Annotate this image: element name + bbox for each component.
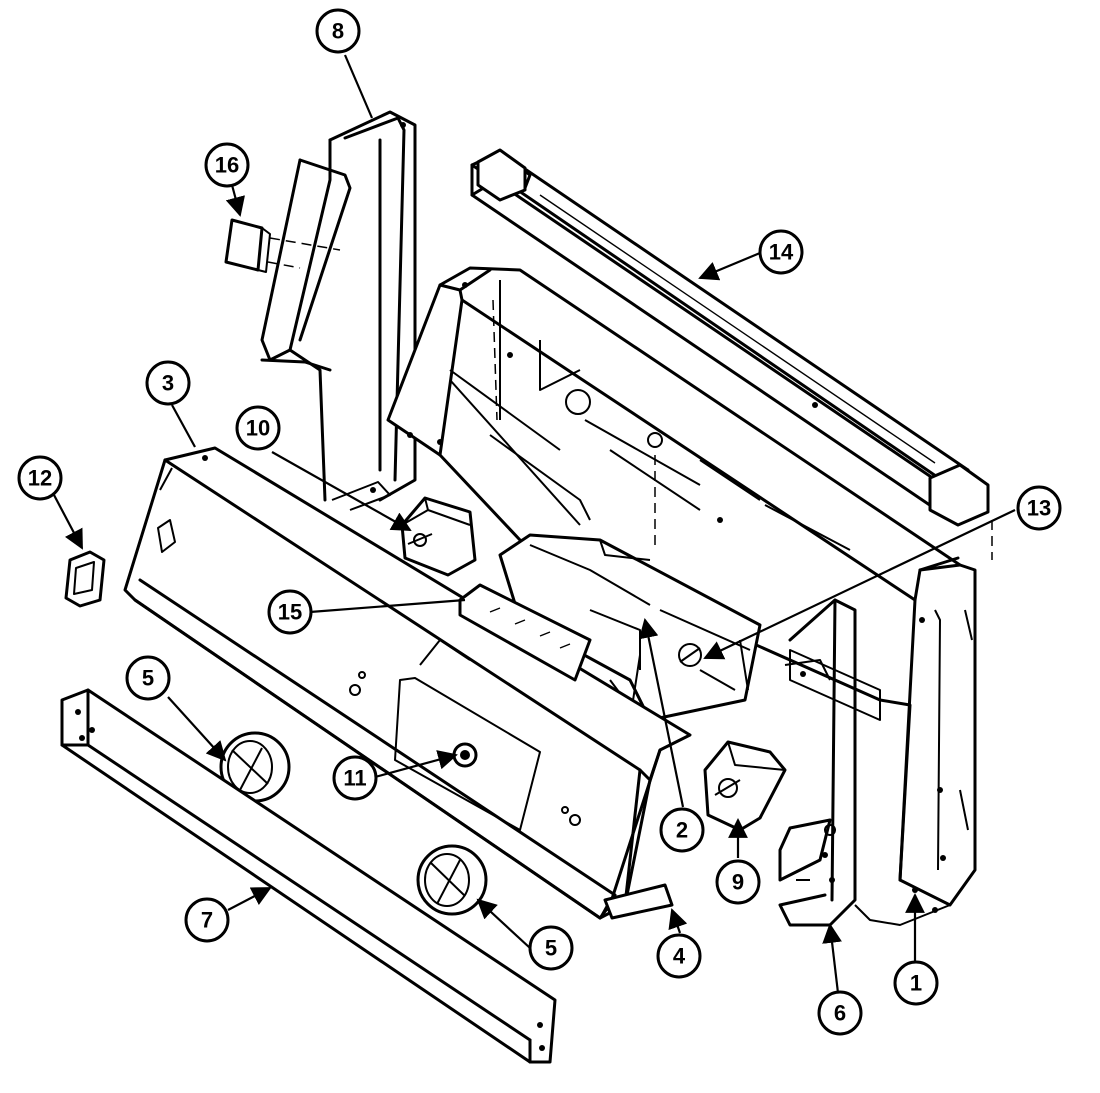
knob-upper xyxy=(219,731,291,803)
svg-text:6: 6 xyxy=(834,1001,846,1026)
svg-text:7: 7 xyxy=(201,908,213,933)
knob-lower xyxy=(416,844,488,916)
indicator-light xyxy=(452,742,478,768)
callout-15: 15 xyxy=(267,589,313,635)
callout-9: 9 xyxy=(715,859,761,905)
rocker-switch xyxy=(64,550,106,608)
svg-text:11: 11 xyxy=(343,766,366,791)
callout-11: 11 xyxy=(332,755,378,801)
callout-12: 12 xyxy=(17,455,63,501)
svg-text:4: 4 xyxy=(673,944,686,969)
callout-5-upper: 5 xyxy=(125,655,171,701)
svg-text:10: 10 xyxy=(246,416,270,441)
svg-text:1: 1 xyxy=(910,971,922,996)
svg-text:8: 8 xyxy=(332,19,344,44)
svg-text:16: 16 xyxy=(215,153,239,178)
leader-lines xyxy=(53,54,1016,994)
callout-8: 8 xyxy=(315,8,361,54)
svg-text:15: 15 xyxy=(278,600,302,625)
callout-13: 13 xyxy=(1016,485,1062,531)
mounting-bracket xyxy=(778,598,857,927)
callout-10: 10 xyxy=(235,405,281,451)
callout-14: 14 xyxy=(758,229,804,275)
callout-6: 6 xyxy=(817,990,863,1036)
callout-1: 1 xyxy=(893,960,939,1006)
svg-text:5: 5 xyxy=(545,936,557,961)
callout-16: 16 xyxy=(204,142,250,188)
callout-3: 3 xyxy=(145,360,191,406)
svg-text:13: 13 xyxy=(1027,496,1051,521)
trim-strip xyxy=(603,883,674,920)
rear-trim-channel xyxy=(470,148,990,527)
badge xyxy=(224,218,341,273)
svg-text:2: 2 xyxy=(676,818,688,843)
svg-text:5: 5 xyxy=(142,666,154,691)
callout-5-lower: 5 xyxy=(528,925,574,971)
window-glass xyxy=(458,583,592,682)
infinite-switch xyxy=(400,496,477,577)
callout-2: 2 xyxy=(659,807,705,853)
front-control-panel xyxy=(123,446,692,920)
selector-switch xyxy=(703,740,787,832)
end-cap-bracket xyxy=(260,110,417,511)
svg-text:9: 9 xyxy=(732,870,744,895)
callout-4: 4 xyxy=(656,933,702,979)
svg-text:14: 14 xyxy=(769,240,794,265)
svg-text:12: 12 xyxy=(28,466,52,491)
svg-text:3: 3 xyxy=(162,371,174,396)
lower-trim-bar xyxy=(60,688,557,1064)
callout-7: 7 xyxy=(184,897,230,943)
